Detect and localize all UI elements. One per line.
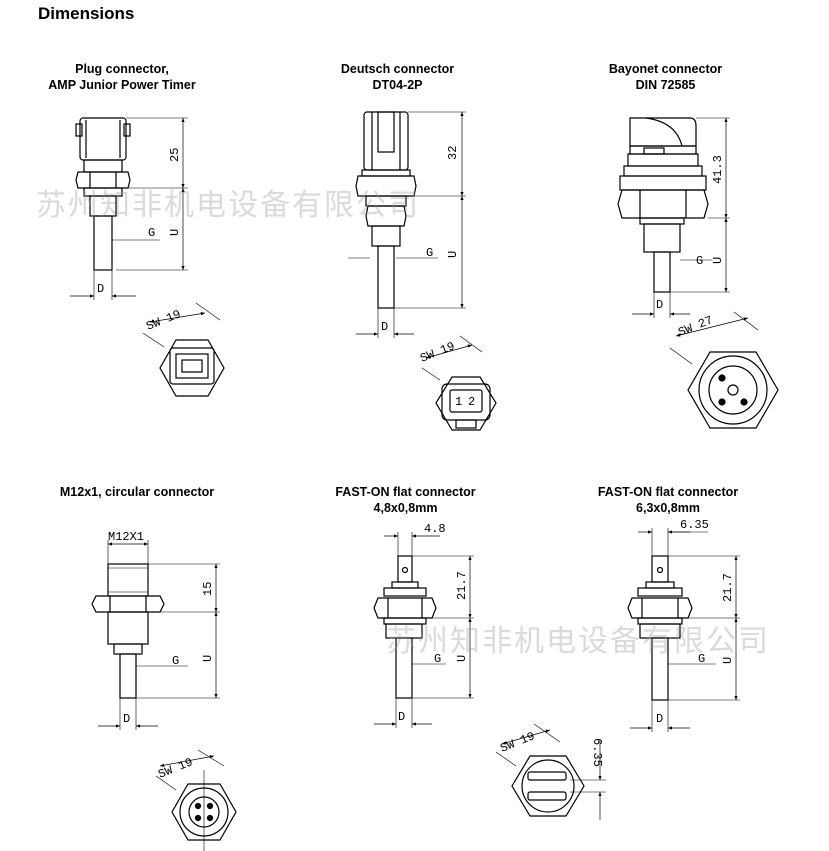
bayonet-height-label: 41.3 [711,155,725,184]
deutsch-height-label: 32 [446,146,460,160]
deutsch-pin-1: 1 [455,395,462,409]
faston-sw-label: SW 19 [498,729,537,755]
deutsch-sw-label: SW 19 [418,339,457,365]
bayonet-u-label: U [711,257,725,264]
faston48-width-label: 4.8 [424,522,446,536]
watermark-bottom: 苏州知非机电设备有限公司 [386,624,770,659]
m12-sw-label: SW 19 [156,755,195,781]
caption-plug: Plug connector, AMP Junior Power Timer [22,61,222,93]
m12-g-label: G [172,654,179,668]
plug-g-label: G [148,226,155,240]
faston-hex-view [495,723,606,820]
faston48-height-label: 21.7 [455,571,469,600]
caption-line1: FAST-ON flat connector [597,485,739,499]
deutsch-d-label: D [381,320,388,334]
plug-sw-label: SW 19 [144,307,183,333]
deutsch-connector-drawing [348,111,497,431]
bayonet-g-label: G [696,254,703,268]
caption-line1: Bayonet connector [608,62,723,76]
m12-u-label: U [201,655,215,662]
plug-u-label: U [168,229,182,236]
faston63-width-label: 6.35 [680,518,709,532]
caption-line1: Deutsch connector [340,62,455,76]
bayonet-sw-label: SW 27 [676,313,715,339]
caption-faston63: FAST-ON flat connector 6,3x0,8mm [583,484,753,516]
faston63-g-label: G [698,652,705,666]
caption-bayonet: Bayonet connector DIN 72585 [583,61,748,93]
faston63-d-label: D [656,712,663,726]
faston-48-drawing [373,532,474,728]
faston48-d-label: D [398,710,405,724]
bayonet-connector-drawing [617,117,779,429]
faston-side-label: 6.35 [590,738,604,767]
faston63-height-label: 21.7 [721,573,735,602]
faston-63-drawing [627,528,740,732]
caption-line2: 4,8x0,8mm [373,501,438,515]
watermark-top: 苏州知非机电设备有限公司 [36,188,420,223]
caption-m12: M12x1, circular connector [42,484,232,500]
faston63-u-label: U [721,657,735,664]
m12-connector-drawing [91,540,237,851]
caption-line2: 6,3x0,8mm [636,501,700,515]
caption-line1: M12x1, circular connector [59,485,215,499]
faston48-g-label: G [434,652,441,666]
caption-faston48: FAST-ON flat connector 4,8x0,8mm [318,484,493,516]
deutsch-pin-2: 2 [468,395,475,409]
m12-thread-label: M12X1 [108,530,144,544]
plug-height-label: 25 [168,148,182,162]
page-title: Dimensions [38,4,135,23]
caption-line1: FAST-ON flat connector [335,485,476,499]
m12-height-label: 15 [201,582,215,596]
bayonet-d-label: D [656,298,663,312]
plug-d-label: D [97,282,104,296]
caption-line2: DIN 72585 [635,78,696,92]
deutsch-u-label: U [446,251,460,258]
faston48-u-label: U [455,655,469,662]
deutsch-g-label: G [426,246,433,260]
caption-line2: DT04-2P [372,78,423,92]
m12-d-label: D [123,712,130,726]
caption-deutsch: Deutsch connector DT04-2P [310,61,485,93]
caption-line2: AMP Junior Power Timer [48,78,196,92]
caption-line1: Plug connector, [75,62,169,76]
plug-connector-drawing [70,117,225,397]
